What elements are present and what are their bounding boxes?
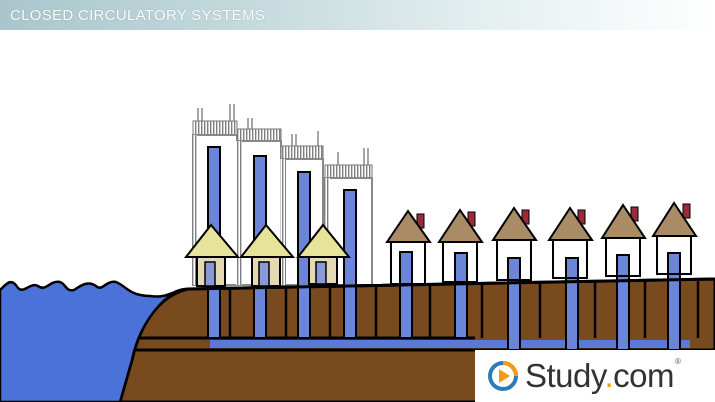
- brand-wordmark: Study.com®: [525, 357, 681, 395]
- pipe-overlays: [399, 251, 681, 285]
- pipe-4: [343, 189, 357, 339]
- ground-partitions: [228, 280, 700, 338]
- study-com-logo: Study.com®: [475, 350, 715, 402]
- play-circle-icon: [488, 361, 518, 391]
- ocean: [0, 280, 176, 402]
- brand-name: Study: [525, 357, 605, 394]
- brand-dot: .: [604, 357, 614, 394]
- house-yellow-3: [295, 223, 352, 285]
- house-brown-6: [651, 201, 698, 275]
- house-yellow-1: [183, 223, 241, 287]
- brand-suffix: com: [613, 357, 674, 394]
- ground-surface: [174, 277, 715, 294]
- house-yellow-2: [238, 223, 296, 287]
- slide-header: CLOSED CIRCULATORY SYSTEMS: [0, 0, 715, 30]
- foreground-houses: [183, 223, 352, 287]
- brand-trademark: ®: [674, 357, 681, 366]
- slide-title: CLOSED CIRCULATORY SYSTEMS: [10, 6, 266, 24]
